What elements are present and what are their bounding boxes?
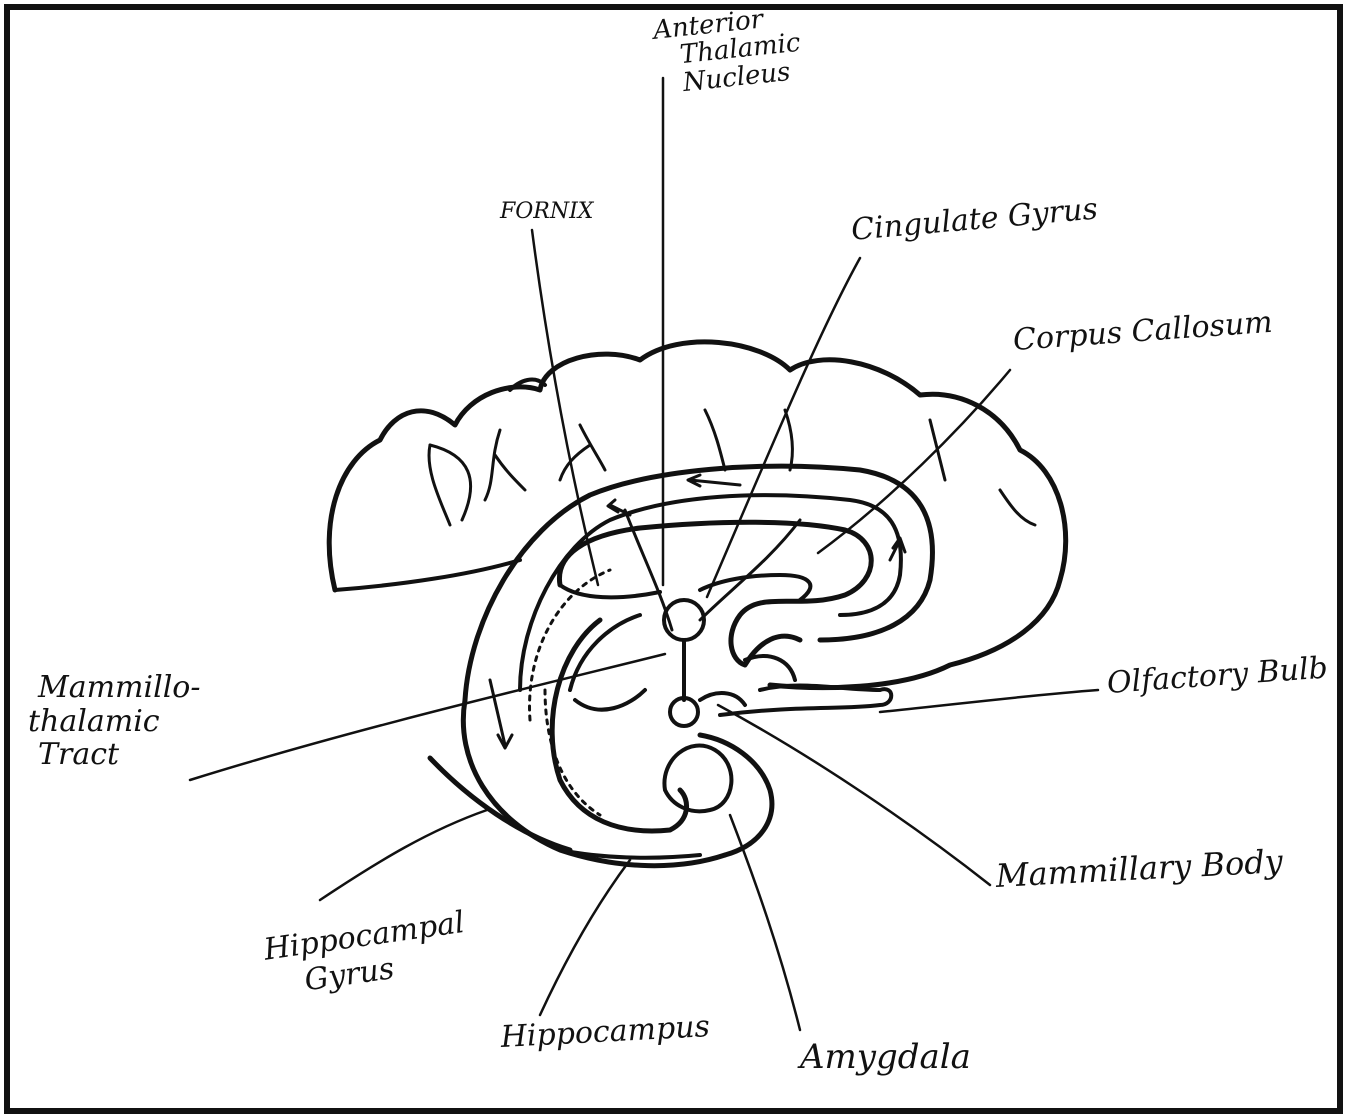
label-line: thalamic bbox=[28, 706, 200, 738]
hippocampus-shape bbox=[552, 620, 686, 831]
leader-mammillary bbox=[718, 705, 990, 885]
mammillary-body-shape bbox=[700, 693, 745, 705]
leader-mammillothalamic bbox=[190, 654, 665, 780]
leader-hippocampus bbox=[540, 860, 630, 1015]
corpus-callosum-shape bbox=[559, 522, 871, 665]
leader-olfactory bbox=[880, 690, 1098, 712]
amygdala-shape bbox=[664, 746, 731, 812]
leader-cingulate bbox=[707, 258, 860, 597]
label-mammillothalamic-tract: Mammillo- thalamic Tract bbox=[28, 672, 200, 771]
olfactory-bulb-shape bbox=[720, 686, 891, 715]
leader-hippocampal-gyrus bbox=[320, 810, 487, 900]
label-line: Mammillo- bbox=[38, 672, 200, 704]
leader-corpus-callosum bbox=[818, 370, 1010, 553]
label-line: Tract bbox=[38, 739, 200, 771]
label-anterior-thalamic-nucleus: Anterior Thalamic Nucleus bbox=[652, 3, 805, 100]
label-fornix: FORNIX bbox=[500, 200, 593, 223]
label-amygdala: Amygdala bbox=[800, 1040, 971, 1076]
